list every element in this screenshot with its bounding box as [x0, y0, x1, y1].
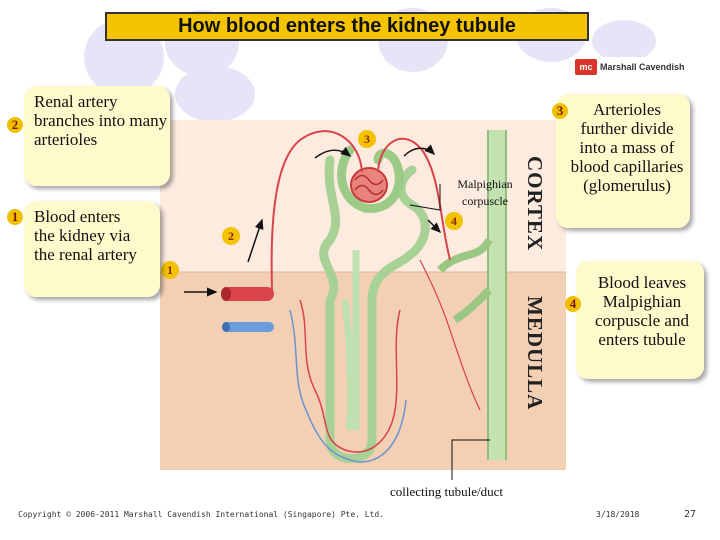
footer-date: 3/18/2018: [596, 510, 640, 519]
efferent-arteriole: [377, 138, 451, 261]
renal-vein-vessel: [222, 322, 274, 332]
callout-blood-enters-text: Blood enters the kidney via the renal ar…: [34, 207, 137, 264]
callout-blood-leaves-text: Blood leaves Malpighian corpuscle and en…: [595, 273, 689, 349]
glomerulus: [350, 167, 388, 203]
duct-branch: [452, 287, 492, 324]
cortex-label: CORTEX: [523, 156, 547, 252]
arrow-3b: [403, 144, 436, 157]
logo-text: Marshall Cavendish: [600, 62, 685, 72]
collecting-duct-fill: [489, 130, 505, 460]
collecting-leader: [451, 439, 490, 480]
slide-title: How blood enters the kidney tubule: [105, 12, 589, 41]
malpighian-label: Malpighian corpuscle: [457, 177, 513, 208]
marker-4: 4: [445, 212, 463, 230]
bowmans-capsule: [337, 145, 404, 213]
callout-number-2: 2: [7, 117, 23, 133]
renal-artery-vessel: [222, 287, 274, 301]
renal-artery-opening: [221, 287, 231, 301]
callout-number-4: 4: [565, 296, 581, 312]
peritubular-capillaries: [299, 299, 401, 453]
marker-3: 3: [358, 130, 376, 148]
collecting-label: collecting tubule/duct: [390, 484, 503, 499]
arrow-2: [247, 218, 264, 263]
callout-renal-artery-text: Renal artery branches into many arteriol…: [34, 92, 168, 149]
callout-arterioles: Arterioles further divide into a mass of…: [556, 94, 690, 228]
arrow-3a: [314, 146, 352, 159]
footer-page-number: 27: [684, 509, 697, 520]
callout-arterioles-text: Arterioles further divide into a mass of…: [570, 100, 684, 195]
glomerulus-capillaries: [354, 174, 384, 196]
medulla-label: MEDULLA: [523, 296, 547, 411]
bg-circle: [175, 66, 255, 122]
marker-2: 2: [222, 227, 240, 245]
bg-circle: [592, 20, 656, 62]
callout-renal-artery: Renal artery branches into many arteriol…: [24, 86, 170, 186]
publisher-logo: mc Marshall Cavendish: [575, 57, 699, 77]
marker-1: 1: [161, 261, 179, 279]
afferent-arteriole: [270, 130, 363, 291]
peritubular-capillaries-blue: [289, 309, 407, 463]
callout-blood-enters: Blood enters the kidney via the renal ar…: [24, 201, 160, 297]
capillary-net: [419, 259, 481, 411]
malpighian-leader: [409, 184, 441, 211]
callout-blood-leaves: Blood leaves Malpighian corpuscle and en…: [576, 261, 704, 379]
duct-branch: [437, 237, 493, 273]
nephron-tubule-inner: [341, 250, 360, 431]
callout-number-3: 3: [552, 103, 568, 119]
renal-vein-opening: [222, 322, 230, 332]
arrow-4: [427, 219, 442, 234]
callout-number-1: 1: [7, 209, 23, 225]
footer-copyright: Copyright © 2006-2011 Marshall Cavendish…: [18, 510, 385, 519]
logo-mark-icon: mc: [575, 59, 597, 75]
nephron-tubule: [319, 155, 430, 464]
